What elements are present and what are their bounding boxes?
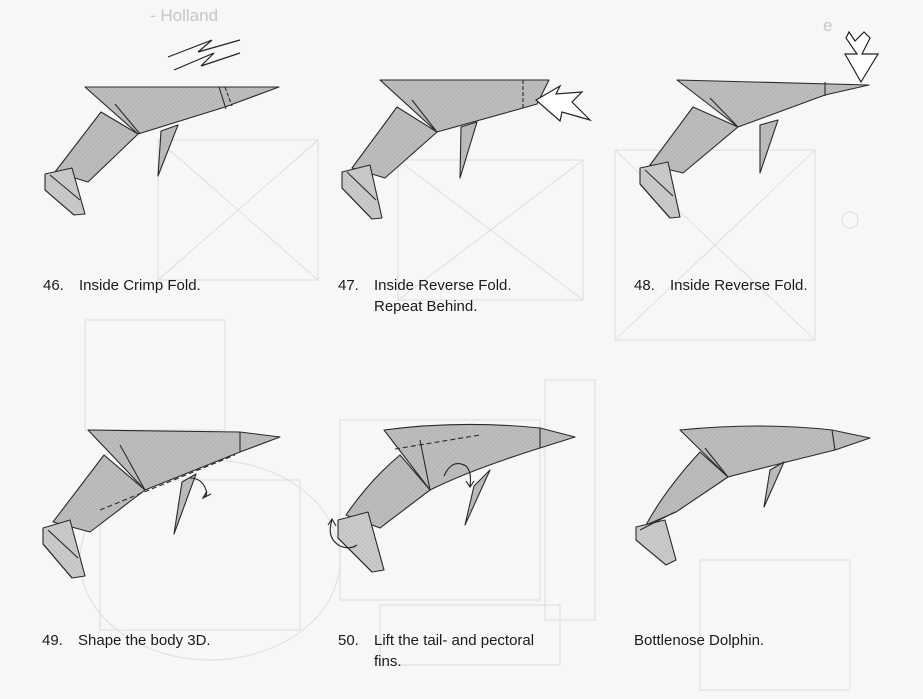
step-number: 48.: [634, 277, 655, 294]
background-watermark: [79, 139, 859, 691]
step-number: 47.: [338, 277, 359, 294]
step-text-line2: fins.: [374, 653, 402, 670]
step-text: Lift the tail- and pectoral: [374, 632, 535, 649]
down-arrow-icon: [843, 30, 880, 84]
crimp-zigzag-icon: [167, 39, 241, 71]
rotate-arrow-icon: [327, 463, 475, 549]
step-47-figure: [341, 79, 550, 220]
step-number: 49.: [42, 632, 63, 649]
faint-header-letter: e: [823, 16, 833, 35]
push-arrow-icon: [534, 84, 593, 123]
step-48-figure: [639, 79, 870, 219]
faint-header-text: - Holland: [150, 6, 219, 25]
final-model-name: Bottlenose Dolphin.: [634, 632, 765, 649]
step-text: Inside Crimp Fold.: [79, 277, 201, 294]
step-50-figure: [337, 423, 576, 573]
faint-bleedthrough-header: - Holland e: [0, 6, 923, 36]
final-model-caption: Bottlenose Dolphin.: [634, 630, 764, 651]
step-number: 50.: [338, 632, 359, 649]
step-number: 46.: [43, 277, 64, 294]
bottlenose-dolphin-figure: [635, 425, 871, 566]
step-text: Inside Reverse Fold.: [670, 277, 808, 294]
step-text-line2: Repeat Behind.: [374, 298, 478, 315]
rotate-arrow-icon: [189, 477, 212, 500]
step-50-caption: 50. Lift the tail- and pectoral fins.: [338, 630, 534, 672]
step-47-caption: 47. Inside Reverse Fold. Repeat Behind.: [338, 275, 512, 317]
step-49-figure: [42, 429, 281, 579]
step-48-caption: 48. Inside Reverse Fold.: [634, 275, 808, 296]
step-text: Shape the body 3D.: [78, 632, 211, 649]
step-49-caption: 49. Shape the body 3D.: [42, 630, 211, 651]
step-46-caption: 46. Inside Crimp Fold.: [43, 275, 201, 296]
step-text: Inside Reverse Fold.: [374, 277, 512, 294]
step-46-figure: [44, 86, 280, 216]
